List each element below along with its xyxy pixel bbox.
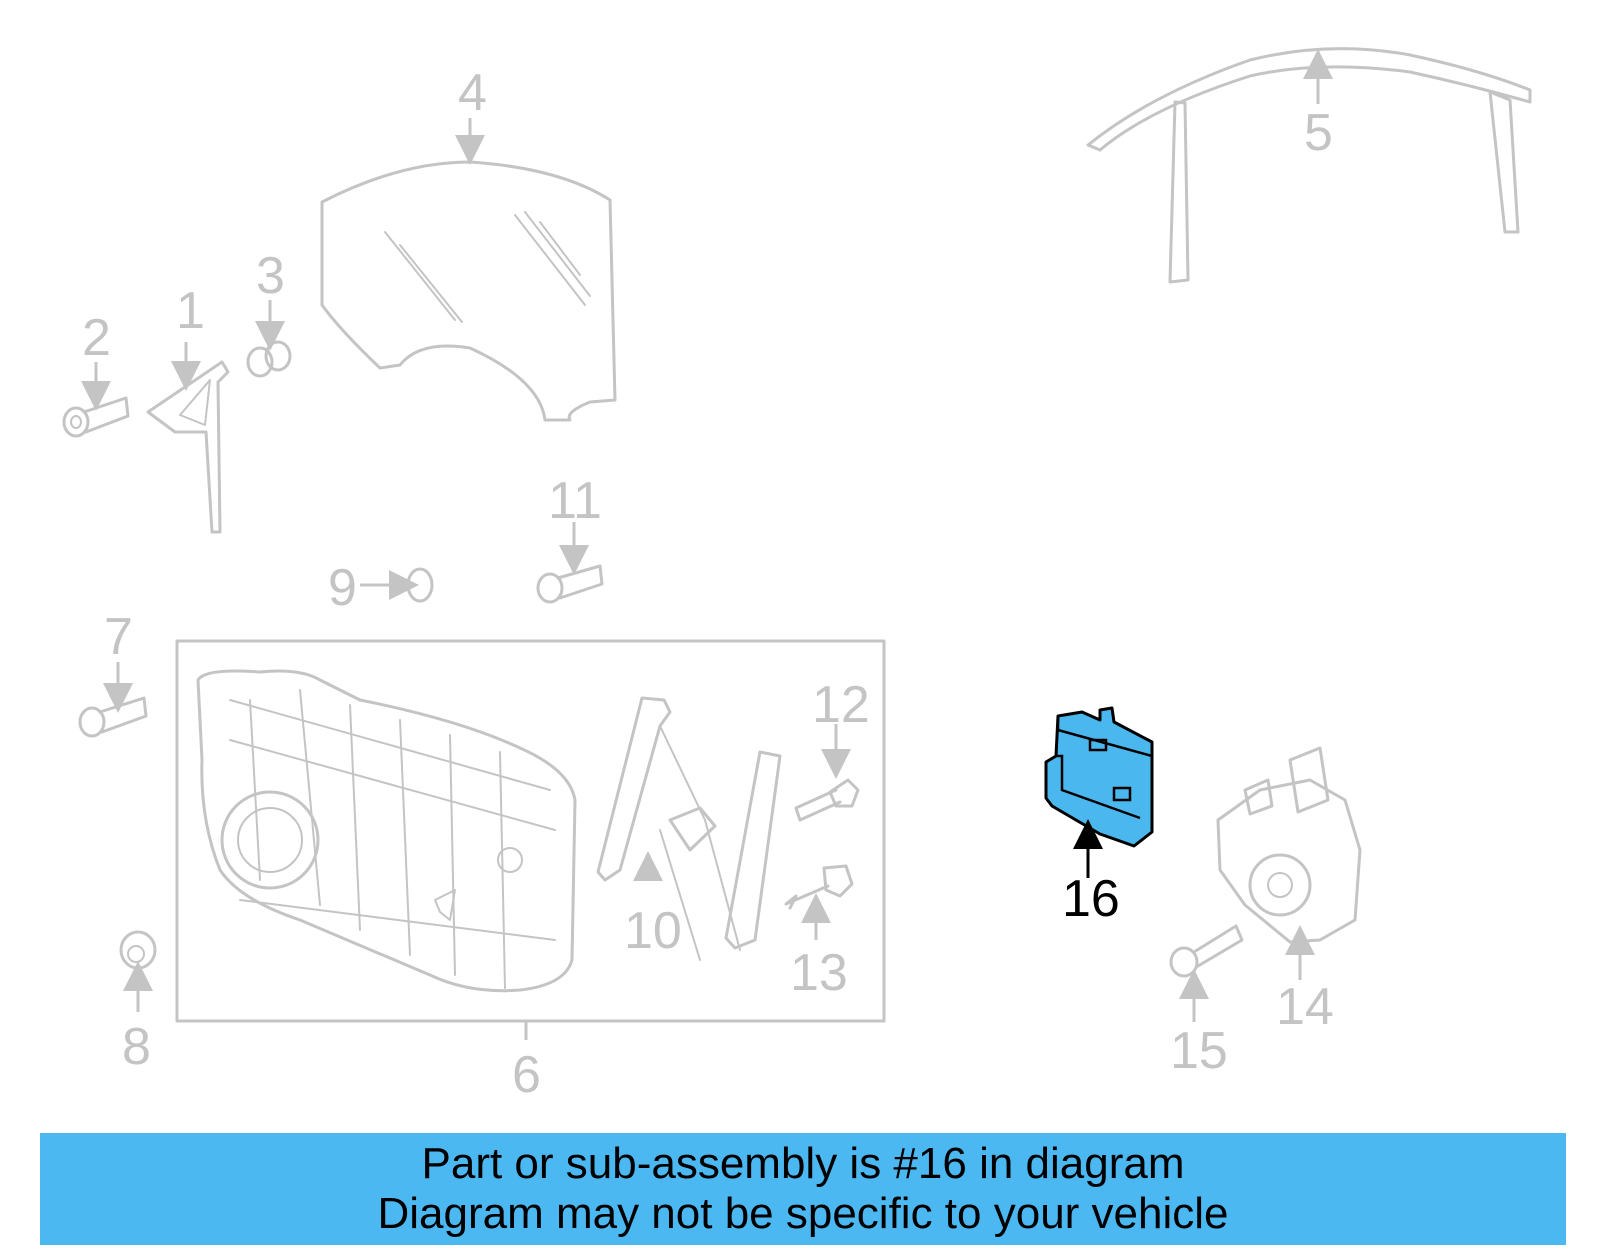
bolt-11-part (536, 564, 604, 604)
window-control-module-part (1044, 706, 1154, 848)
grommet-part (246, 340, 292, 378)
banner-line-1: Part or sub-assembly is #16 in diagram (421, 1139, 1185, 1188)
callout-11: 11 (548, 472, 602, 530)
callout-4: 4 (458, 64, 487, 122)
mirror-bracket-part (146, 360, 230, 534)
callout-2: 2 (82, 309, 111, 367)
screw-13-part (784, 864, 854, 910)
callout-6: 6 (512, 1046, 541, 1104)
bolt-12-part (794, 778, 860, 822)
module-assembly-box (175, 639, 886, 1023)
window-motor-part (1216, 746, 1362, 944)
callout-8: 8 (122, 1018, 151, 1076)
screw-15-part (1169, 924, 1244, 978)
weatherstrip-part (1086, 47, 1532, 284)
callout-1: 1 (176, 282, 205, 340)
callout-13: 13 (790, 944, 848, 1002)
callout-10: 10 (624, 902, 682, 960)
callout-5: 5 (1304, 104, 1333, 162)
callout-3: 3 (256, 247, 285, 305)
callout-12: 12 (812, 676, 870, 734)
callout-7: 7 (104, 608, 133, 666)
door-module-carrier (196, 669, 577, 993)
door-glass-part (320, 160, 617, 422)
callout-14: 14 (1276, 978, 1334, 1036)
info-banner: Part or sub-assembly is #16 in diagram D… (40, 1133, 1566, 1245)
clip-part (406, 567, 434, 603)
callout-9: 9 (328, 559, 357, 617)
banner-line-2: Diagram may not be specific to your vehi… (377, 1189, 1229, 1238)
grommet-8-part (119, 930, 157, 970)
callout-15: 15 (1170, 1022, 1228, 1080)
regulator-part (596, 696, 782, 961)
bolt-7-part (78, 696, 148, 738)
bolt-part (62, 396, 130, 438)
callout-16: 16 (1062, 870, 1120, 928)
